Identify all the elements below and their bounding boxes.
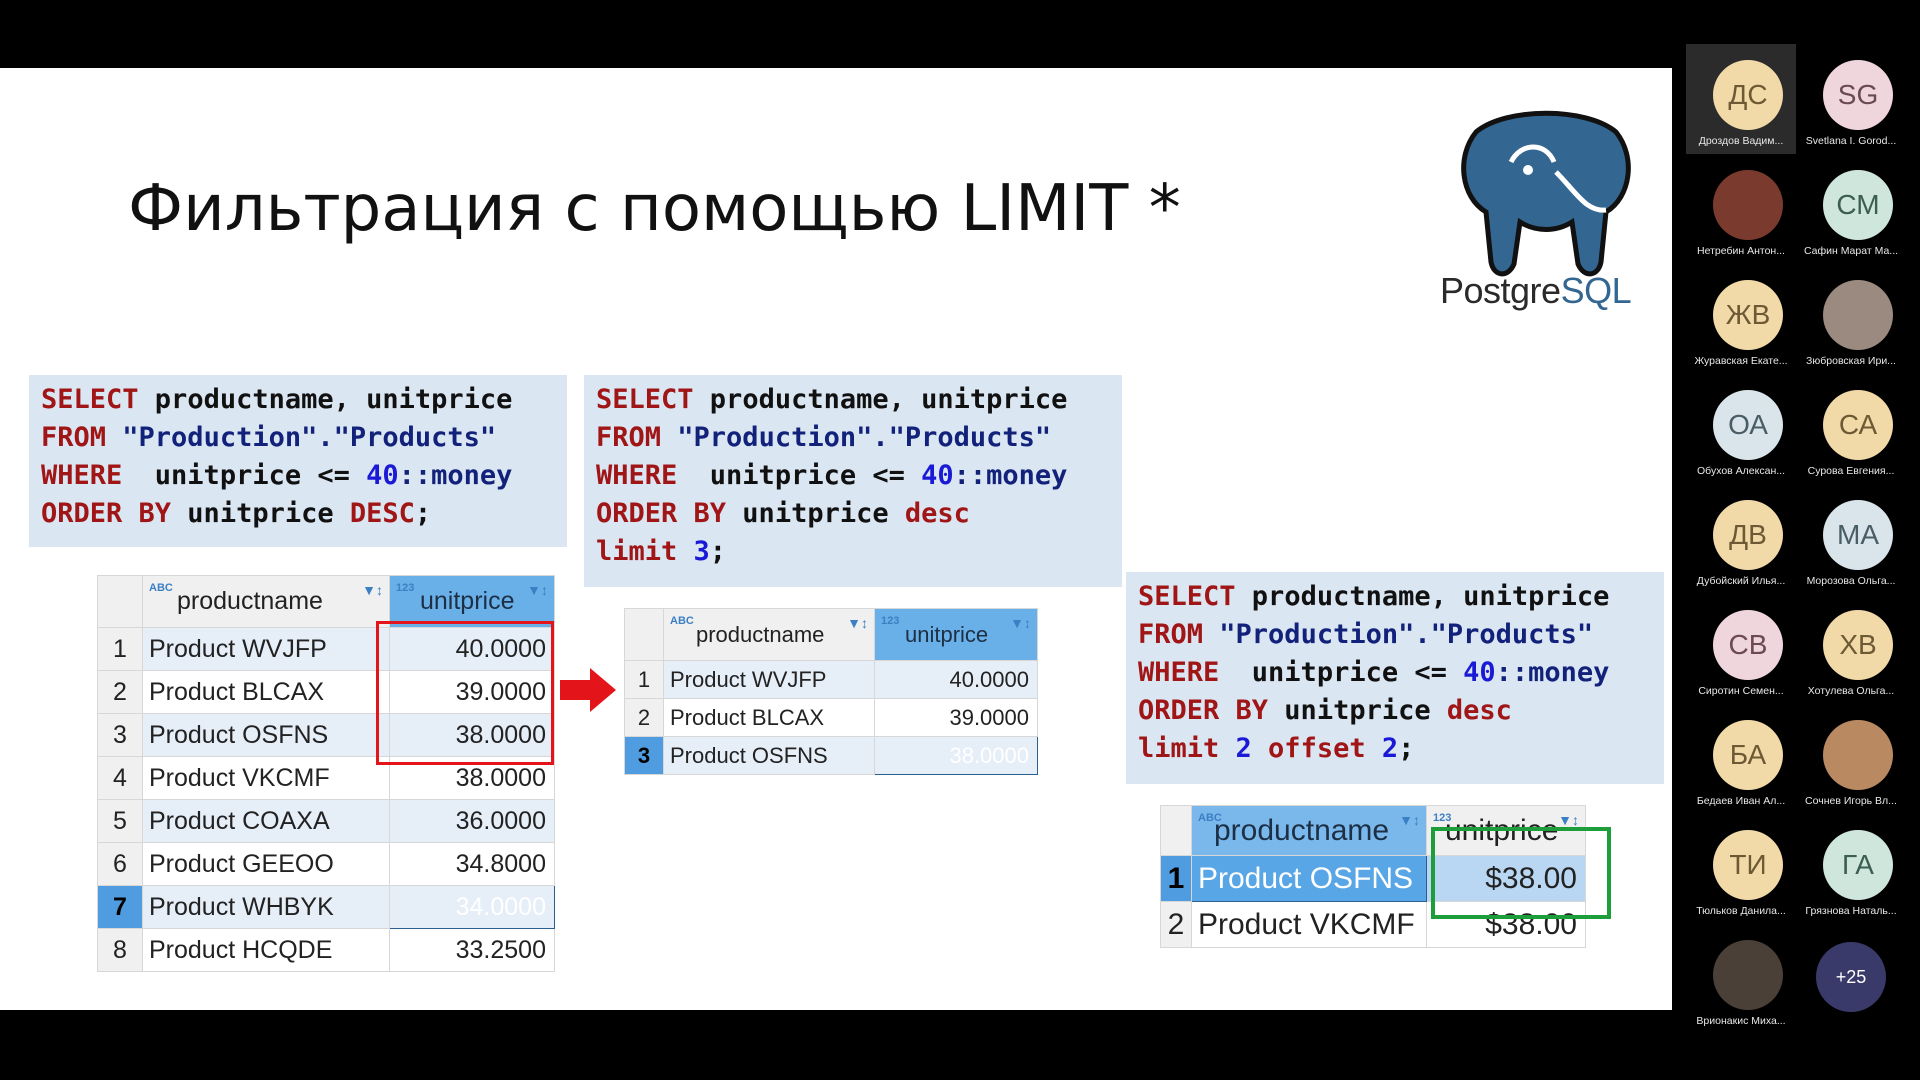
participant-avatar: СА [1823, 390, 1893, 460]
participant-avatar: БА [1713, 720, 1783, 790]
filter-sort-icon[interactable]: ▼↕ [847, 615, 868, 631]
participant-avatar: МА [1823, 500, 1893, 570]
participant-tile[interactable]: ХВ Хотулева Ольга... [1796, 594, 1906, 704]
participant-name: Дроздов Вадим... [1698, 135, 1784, 147]
participant-avatar: ГА [1823, 830, 1893, 900]
green-highlight-box [1431, 827, 1611, 919]
sql-query-2: SELECT productname, unitprice FROM "Prod… [584, 375, 1122, 587]
participant-avatar: СВ [1713, 610, 1783, 680]
participant-photo-avatar [1823, 280, 1893, 350]
participant-name: Хотулева Ольга... [1807, 685, 1895, 697]
participant-name: Морозова Ольга... [1806, 575, 1896, 587]
filter-sort-icon[interactable]: ▼↕ [362, 582, 383, 598]
participant-avatar: ДС [1713, 60, 1783, 130]
participant-name: Svetlana I. Gorod... [1805, 135, 1897, 147]
participant-avatar: ОА [1713, 390, 1783, 460]
participant-tile[interactable]: ДС Дроздов Вадим... [1686, 44, 1796, 154]
participant-name: Зюбровская Ири... [1806, 355, 1896, 367]
participant-photo-avatar [1823, 720, 1893, 790]
participant-tile[interactable]: Зюбровская Ири... [1796, 264, 1906, 374]
red-highlight-box [376, 621, 554, 765]
participant-tile[interactable]: МА Морозова Ольга... [1796, 484, 1906, 594]
row-number-header [624, 608, 664, 661]
filter-sort-icon[interactable]: ▼↕ [527, 582, 548, 598]
sql-query-3: SELECT productname, unitprice FROM "Prod… [1126, 572, 1664, 784]
participant-tile[interactable]: ЖВ Журавская Екате... [1686, 264, 1796, 374]
participant-avatar: SG [1823, 60, 1893, 130]
participant-avatar: ТИ [1713, 830, 1783, 900]
participant-name: Сиротин Семен... [1698, 685, 1784, 697]
row-number-header [97, 575, 143, 628]
participant-tile[interactable]: Врионакис Миха... [1686, 924, 1796, 1034]
participant-photo-avatar [1713, 170, 1783, 240]
participant-name: Сурова Евгения... [1807, 465, 1895, 477]
participant-photo-avatar [1713, 940, 1783, 1010]
participant-name: Грязнова Наталь... [1805, 905, 1897, 917]
filter-sort-icon[interactable]: ▼↕ [1558, 812, 1579, 828]
participant-tile[interactable]: БА Бедаев Иван Ал... [1686, 704, 1796, 814]
slide-title: Фильтрация с помощью LIMIT * [128, 172, 1181, 246]
participant-avatar: ЖВ [1713, 280, 1783, 350]
participant-avatar: ХВ [1823, 610, 1893, 680]
participant-avatar: ДВ [1713, 500, 1783, 570]
participant-name: Нетребин Антон... [1697, 245, 1785, 257]
more-participants-button[interactable]: +25 [1816, 942, 1886, 1012]
presentation-slide: Фильтрация с помощью LIMIT * PostgreSQL … [0, 68, 1672, 1010]
participant-name: Журавская Екате... [1694, 355, 1788, 367]
participant-tile[interactable]: СВ Сиротин Семен... [1686, 594, 1796, 704]
postgresql-logo-text: PostgreSQL [1440, 270, 1632, 311]
participant-name: Бедаев Иван Ал... [1696, 795, 1786, 807]
row-number-header [1160, 805, 1192, 856]
participant-tile[interactable]: SG Svetlana I. Gorod... [1796, 44, 1906, 154]
participant-tile[interactable]: ДВ Дубойский Илья... [1686, 484, 1796, 594]
participant-tile[interactable]: СМ Сафин Марат Ма... [1796, 154, 1906, 264]
participant-name: Врионакис Миха... [1696, 1015, 1786, 1027]
postgresql-elephant-icon [1461, 110, 1631, 277]
participant-tile[interactable]: ТИ Тюльков Данила... [1686, 814, 1796, 924]
participant-name: Обухов Алексан... [1697, 465, 1785, 477]
participant-tile[interactable]: СА Сурова Евгения... [1796, 374, 1906, 484]
participant-name: Дубойский Илья... [1696, 575, 1786, 587]
participant-tile[interactable]: Сочнев Игорь Вл... [1796, 704, 1906, 814]
sql-query-1: SELECT productname, unitprice FROM "Prod… [29, 375, 567, 547]
participant-tile[interactable]: ОА Обухов Алексан... [1686, 374, 1796, 484]
filter-sort-icon[interactable]: ▼↕ [1399, 812, 1420, 828]
participant-tile[interactable]: ГА Грязнова Наталь... [1796, 814, 1906, 924]
right-arrow-icon [560, 668, 616, 712]
filter-sort-icon[interactable]: ▼↕ [1010, 615, 1031, 631]
participant-name: Сочнев Игорь Вл... [1805, 795, 1897, 807]
participant-tile[interactable]: Нетребин Антон... [1686, 154, 1796, 264]
participant-name: Тюльков Данила... [1696, 905, 1786, 917]
participant-avatar: СМ [1823, 170, 1893, 240]
participant-name: Сафин Марат Ма... [1803, 245, 1899, 257]
